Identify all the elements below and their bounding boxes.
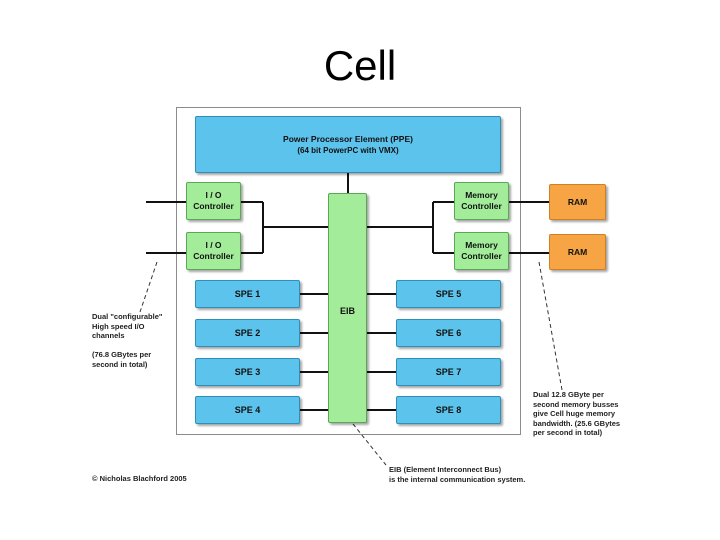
spe-6: SPE 6 [396,319,501,347]
spe-8: SPE 8 [396,396,501,424]
ppe-title: Power Processor Element (PPE) [283,133,413,144]
copyright-note: © Nicholas Blachford 2005 [92,474,187,483]
memory-note-line: bandwidth. (25.6 GBytes [533,418,621,428]
io-rate-note-line: (76.8 GBytes per [92,350,152,359]
memory-controller-label-line2: Controller [461,251,502,261]
eib-note-line: EIB (Element Interconnect Bus) [389,465,502,474]
spe-4: SPE 4 [195,396,300,424]
io-note-line: High speed I/O [92,321,145,331]
io-controller-label-line2: Controller [193,201,234,211]
memory-note: Dual 12.8 GByte per second memory busses… [533,390,620,438]
io-controller-1: I / O Controller [186,182,241,220]
memory-controller-2: Memory Controller [454,232,509,270]
eib-callout-line [352,423,387,466]
spe-7: SPE 7 [396,358,501,386]
spe-2: SPE 2 [195,319,300,347]
memory-controller-label-line1: Memory [465,190,498,200]
memory-note-line: Dual 12.8 GByte per [533,390,604,399]
io-note-line: Dual "configurable" [92,312,163,321]
memory-note-line: give Cell huge memory [533,409,616,418]
memory-note-line: per second in total) [533,428,603,437]
memory-controller-label-line1: Memory [465,240,498,250]
eib-label: EIB [339,306,355,316]
io-callout-line [139,261,158,313]
ppe-subtitle: (64 bit PowerPC with VMX) [297,145,399,155]
spe-5: SPE 5 [396,280,501,308]
io-note-line: channels [92,331,125,340]
io-controller-label-line1: I / O [205,190,222,200]
spe-3: SPE 3 [195,358,300,386]
io-note: Dual "configurable" High speed I/O chann… [92,312,162,341]
eib-note: EIB (Element Interconnect Bus) is the in… [389,465,525,484]
memory-note-line: second memory busses [533,399,619,409]
io-controller-label-line1: I / O [205,240,222,250]
io-controller-2: I / O Controller [186,232,241,270]
io-controller-label-line2: Controller [193,251,234,261]
spe-1: SPE 1 [195,280,300,308]
ppe-box: Power Processor Element (PPE) (64 bit Po… [195,116,501,173]
memory-controller-1: Memory Controller [454,182,509,220]
ram-2: RAM [549,234,606,270]
ram-1: RAM [549,184,606,220]
memory-callout-line [538,261,563,391]
eib-note-line: is the internal communication system. [389,474,526,484]
io-rate-note-line: second in total) [92,359,148,369]
memory-controller-label-line2: Controller [461,201,502,211]
slide-title: Cell [323,42,397,89]
eib-bus: EIB [328,193,367,423]
io-rate-note: (76.8 GBytes per second in total) [92,350,151,369]
